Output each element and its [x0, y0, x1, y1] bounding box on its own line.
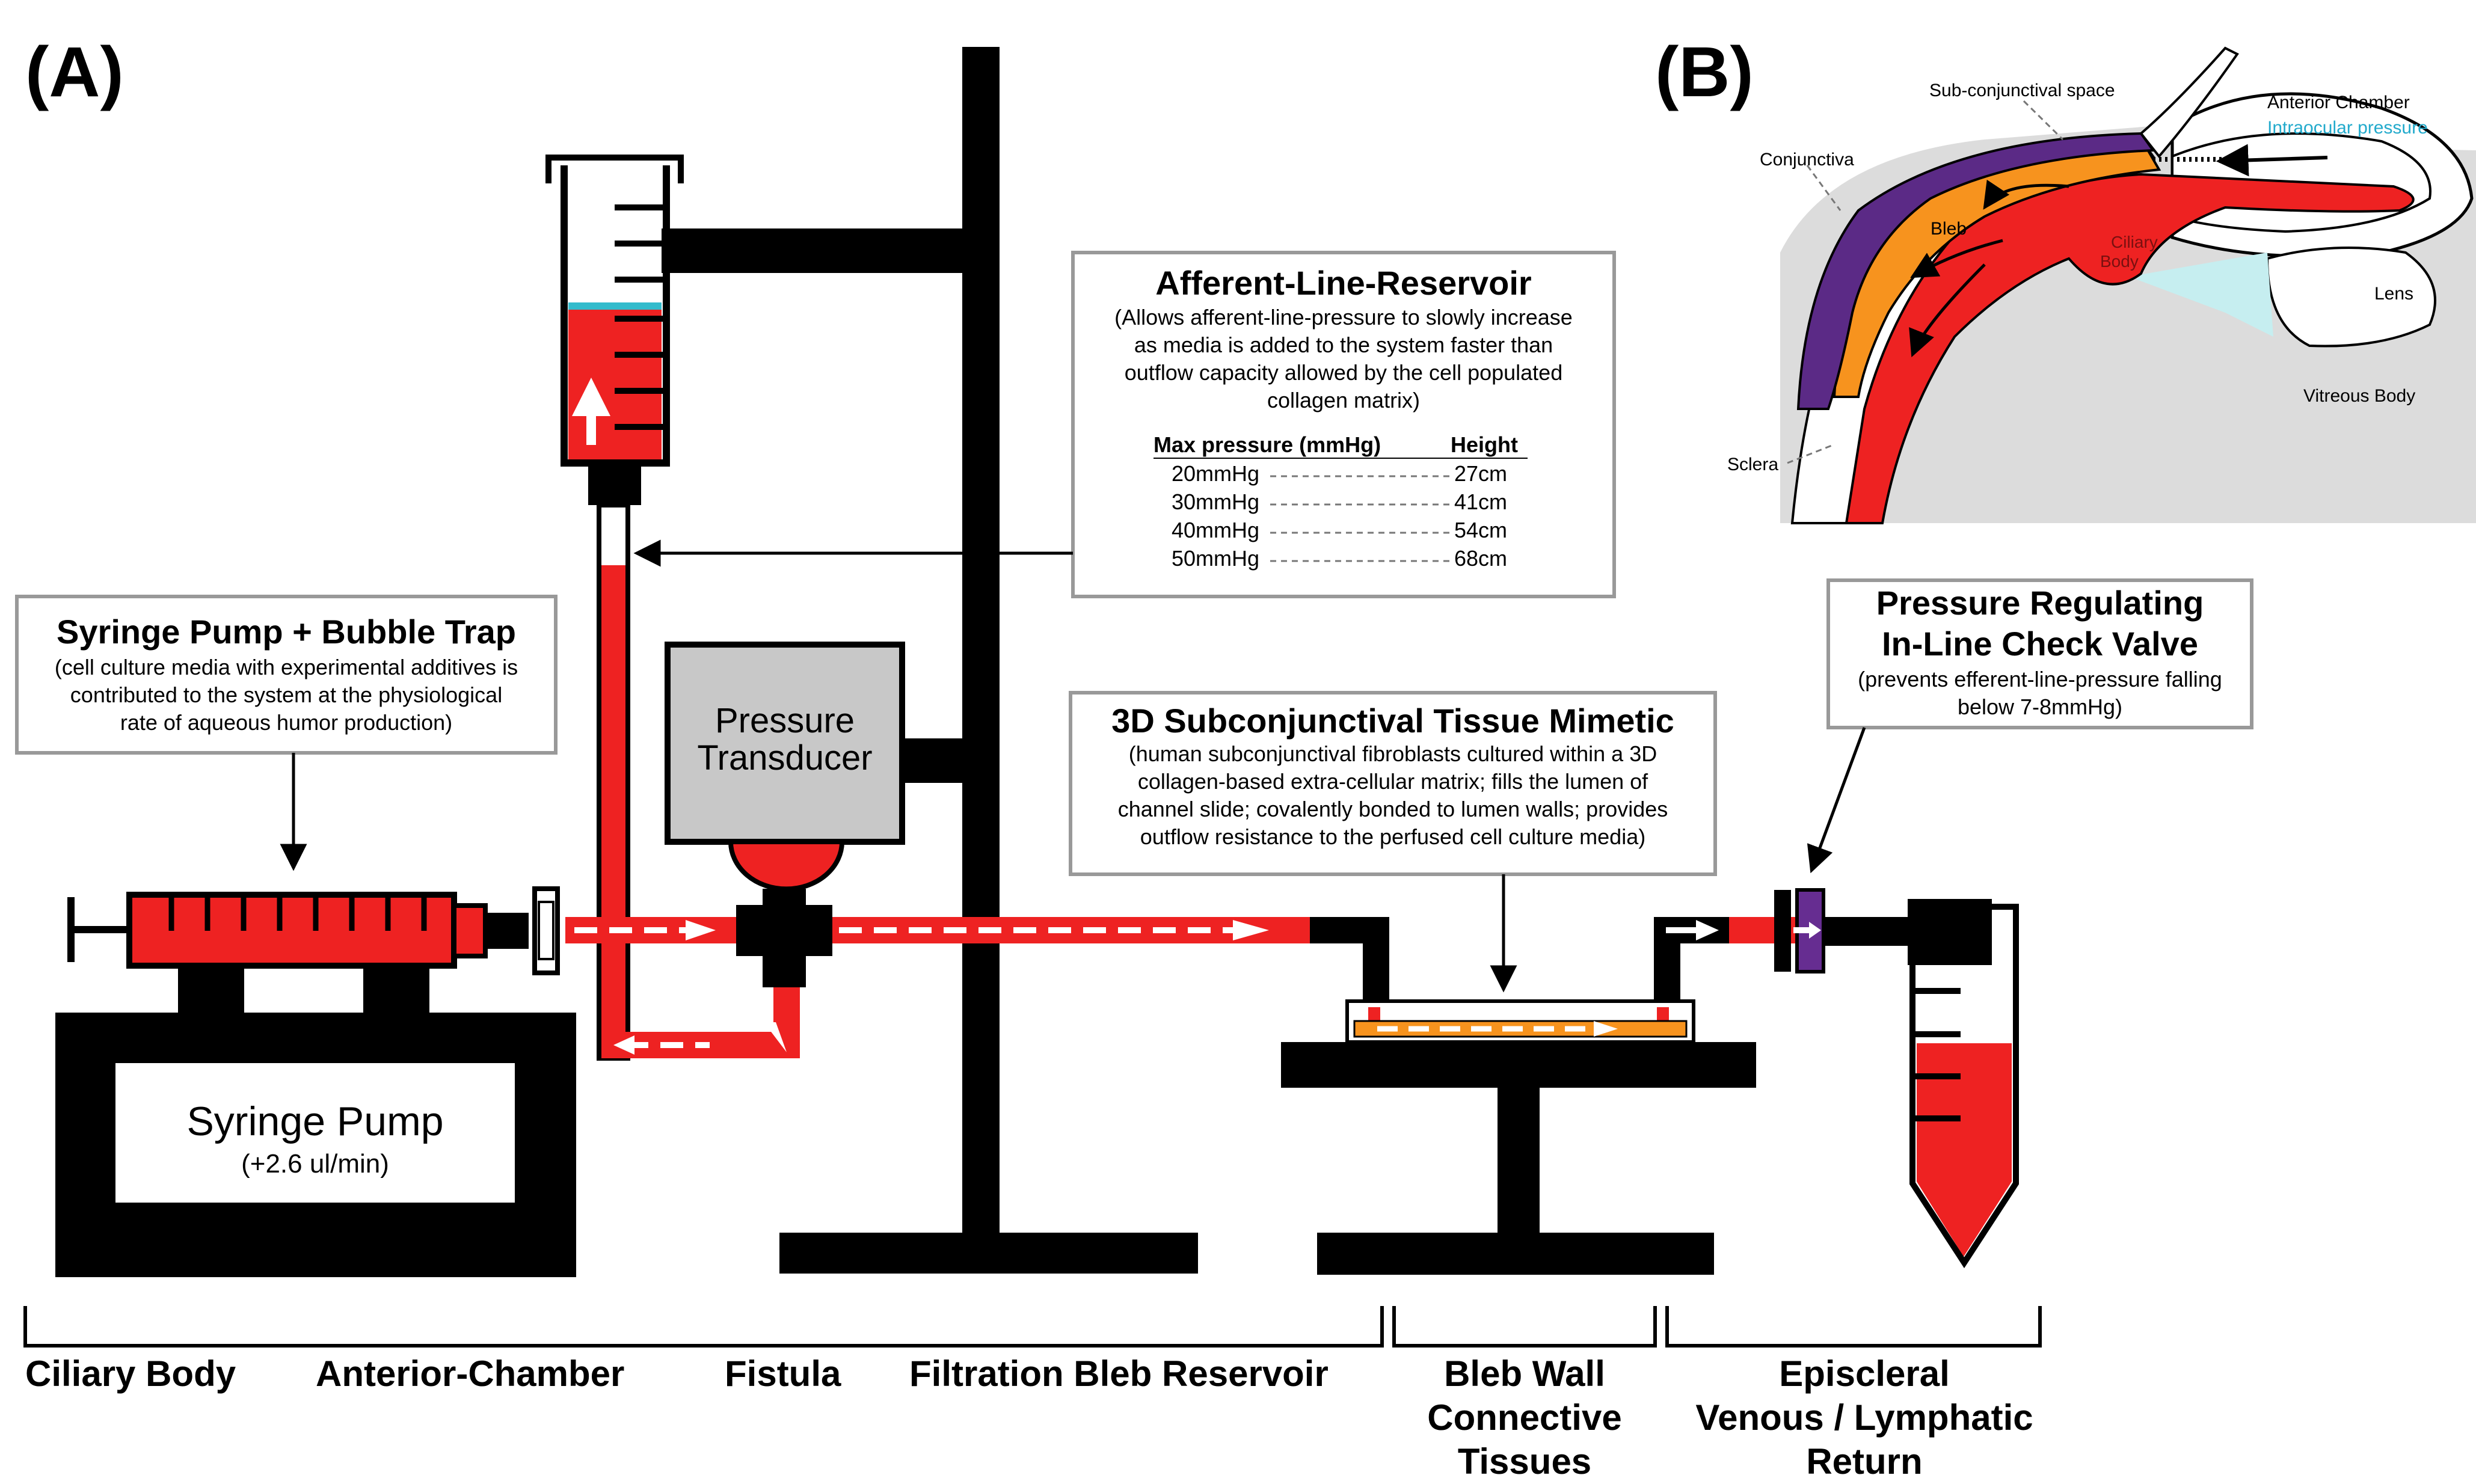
- svg-text:outflow resistance to the perf: outflow resistance to the perfused cell …: [1140, 824, 1645, 849]
- valve-annotation-title-2: In-Line Check Valve: [1882, 625, 2198, 663]
- eye-anatomy-illustration: [1780, 46, 2476, 524]
- syringe-annotation: Syringe Pump + Bubble Trap (cell culture…: [15, 595, 558, 871]
- svg-text:50mmHg: 50mmHg: [1172, 546, 1259, 571]
- tissue-annotation: 3D Subconjunctival Tissue Mimetic (human…: [1069, 691, 1717, 993]
- label-episcleral-1: Episcleral: [1779, 1354, 1950, 1394]
- label-bleb-wall-1: Bleb Wall: [1444, 1354, 1605, 1394]
- label-ciliary-body: Ciliary Body: [25, 1354, 236, 1394]
- panel-a-label: (A): [25, 32, 124, 112]
- svg-text:collagen matrix): collagen matrix): [1267, 388, 1420, 412]
- svg-text:(Allows afferent-line-pressure: (Allows afferent-line-pressure to slowly…: [1114, 305, 1573, 330]
- label-anterior-chamber-anatomy: Anterior Chamber: [2267, 93, 2410, 112]
- svg-text:rate of aqueous humor producti: rate of aqueous humor production): [120, 710, 452, 735]
- svg-text:20mmHg: 20mmHg: [1172, 461, 1259, 486]
- reservoir-media-surface: [568, 302, 662, 310]
- label-ciliary-body-2: Body: [2100, 252, 2139, 271]
- table-row: 30mmHg 41cm: [1172, 489, 1507, 514]
- label-lens: Lens: [2374, 284, 2413, 304]
- collection-tube-media: [1917, 1043, 2012, 1257]
- syringe-pump-label: Syringe Pump: [186, 1099, 443, 1144]
- label-intraocular-pressure: Intraocular pressure: [2267, 118, 2428, 138]
- pressure-height-table: Max pressure (mmHg) Height 20mmHg 27cm 3…: [1154, 432, 1528, 571]
- transducer-line-1: Pressure: [715, 701, 855, 740]
- syringe-pump-assembly: Syringe Pump (+2.6 ul/min): [55, 886, 576, 1277]
- svg-text:(cell culture media with exper: (cell culture media with experimental ad…: [55, 655, 518, 679]
- table-row: 50mmHg 68cm: [1172, 546, 1507, 571]
- syringe-pump-rate: (+2.6 ul/min): [241, 1149, 389, 1179]
- ring-stand: [662, 47, 1198, 1274]
- reservoir-media: [568, 307, 662, 460]
- table-row: 20mmHg 27cm: [1172, 461, 1507, 486]
- pressure-transducer-assembly: Pressure Transducer: [665, 642, 905, 987]
- afferent-line-reservoir: [545, 155, 684, 505]
- label-vitreous-body: Vitreous Body: [2303, 386, 2415, 406]
- pressure-transducer: [665, 642, 905, 845]
- syringe-barrel: [126, 892, 457, 969]
- posterior-chamber: [2129, 253, 2273, 337]
- svg-text:(prevents efferent-line-pressu: (prevents efferent-line-pressure falling: [1858, 667, 2222, 691]
- table-header-pressure: Max pressure (mmHg): [1154, 432, 1381, 457]
- svg-text:below 7-8mmHg): below 7-8mmHg): [1958, 694, 2122, 719]
- svg-text:40mmHg: 40mmHg: [1172, 518, 1259, 542]
- svg-text:contributed to the system at t: contributed to the system at the physiol…: [70, 682, 502, 707]
- label-filtration-bleb-reservoir: Filtration Bleb Reservoir: [909, 1354, 1329, 1394]
- check-valve-assembly: [1774, 888, 2019, 1269]
- svg-text:54cm: 54cm: [1454, 518, 1507, 542]
- label-fistula: Fistula: [725, 1354, 841, 1394]
- transducer-line-2: Transducer: [697, 738, 872, 777]
- svg-text:68cm: 68cm: [1454, 546, 1507, 571]
- three-way-connector: [736, 905, 832, 956]
- tubing: [565, 503, 1813, 1061]
- lens: [2266, 247, 2436, 348]
- valve-annotation-title-1: Pressure Regulating: [1876, 584, 2204, 622]
- label-ciliary-body-1: Ciliary: [2111, 233, 2158, 251]
- valve-annotation: Pressure Regulating In-Line Check Valve …: [1807, 578, 2253, 874]
- svg-text:as media is added to the syste: as media is added to the system faster t…: [1134, 333, 1553, 357]
- label-sub-conjunctival-space: Sub-conjunctival space: [1929, 81, 2115, 100]
- label-conjunctiva: Conjunctiva: [1760, 150, 1854, 170]
- panel-b-label: (B): [1655, 32, 1754, 112]
- svg-text:(human subconjunctival fibrobl: (human subconjunctival fibroblasts cultu…: [1129, 741, 1657, 766]
- reservoir-annotation: Afferent-Line-Reservoir (Allows afferent…: [633, 251, 1616, 598]
- svg-text:channel slide; covalently bond: channel slide; covalently bonded to lume…: [1118, 797, 1668, 821]
- channel-slide-assembly: [1281, 917, 1756, 1275]
- svg-text:collagen-based extra-cellular: collagen-based extra-cellular matrix; fi…: [1138, 769, 1648, 794]
- label-bleb: Bleb: [1931, 219, 1967, 239]
- svg-text:30mmHg: 30mmHg: [1172, 489, 1259, 514]
- tissue-annotation-title: 3D Subconjunctival Tissue Mimetic: [1111, 702, 1674, 740]
- collection-tube: [1909, 904, 2019, 1269]
- syringe-annotation-title: Syringe Pump + Bubble Trap: [57, 613, 516, 651]
- label-sclera: Sclera: [1727, 455, 1778, 474]
- svg-text:27cm: 27cm: [1454, 461, 1507, 486]
- anatomy-mapping-brackets: [23, 1306, 2042, 1348]
- reservoir-annotation-title: Afferent-Line-Reservoir: [1155, 264, 1531, 302]
- reservoir-clamp-arm: [662, 228, 962, 273]
- svg-text:outflow capacity allowed by th: outflow capacity allowed by the cell pop…: [1125, 360, 1562, 385]
- label-bleb-wall-2: Connective: [1427, 1397, 1621, 1438]
- label-episcleral-3: Return: [1806, 1441, 1922, 1482]
- table-row: 40mmHg 54cm: [1172, 518, 1507, 542]
- label-episcleral-2: Venous / Lymphatic: [1695, 1397, 2033, 1438]
- conjunctiva: [1796, 132, 2155, 410]
- label-anterior-chamber: Anterior-Chamber: [316, 1354, 624, 1394]
- svg-text:41cm: 41cm: [1454, 489, 1507, 514]
- label-bleb-wall-3: Tissues: [1458, 1441, 1591, 1482]
- table-header-height: Height: [1451, 432, 1518, 457]
